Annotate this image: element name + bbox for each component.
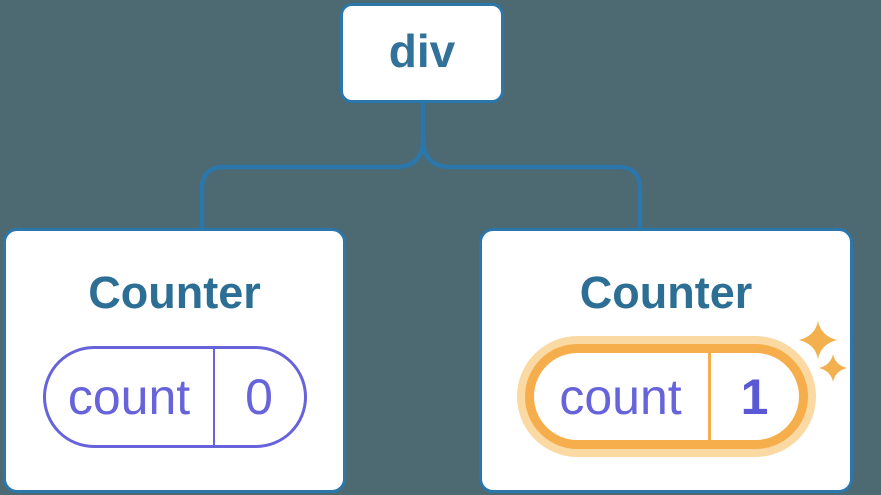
- state-key: count: [559, 368, 682, 425]
- connector-right-branch: [420, 138, 643, 229]
- root-node-label: div: [388, 25, 456, 77]
- state-pill-highlighted: count 1: [524, 344, 808, 449]
- state-pill: count 0: [42, 346, 307, 448]
- state-value: 1: [740, 368, 769, 425]
- root-node: div: [340, 3, 504, 103]
- connector-left-branch: [199, 101, 426, 229]
- component-title: Counter: [88, 267, 261, 318]
- state-key: count: [67, 369, 191, 425]
- pill-divider: [707, 353, 711, 440]
- component-title: Counter: [579, 267, 753, 318]
- counter-node-left: Counter count 0: [3, 228, 346, 493]
- counter-node-right: Counter count 1: [479, 228, 853, 493]
- state-value: 0: [245, 369, 273, 425]
- pill-divider: [212, 349, 215, 445]
